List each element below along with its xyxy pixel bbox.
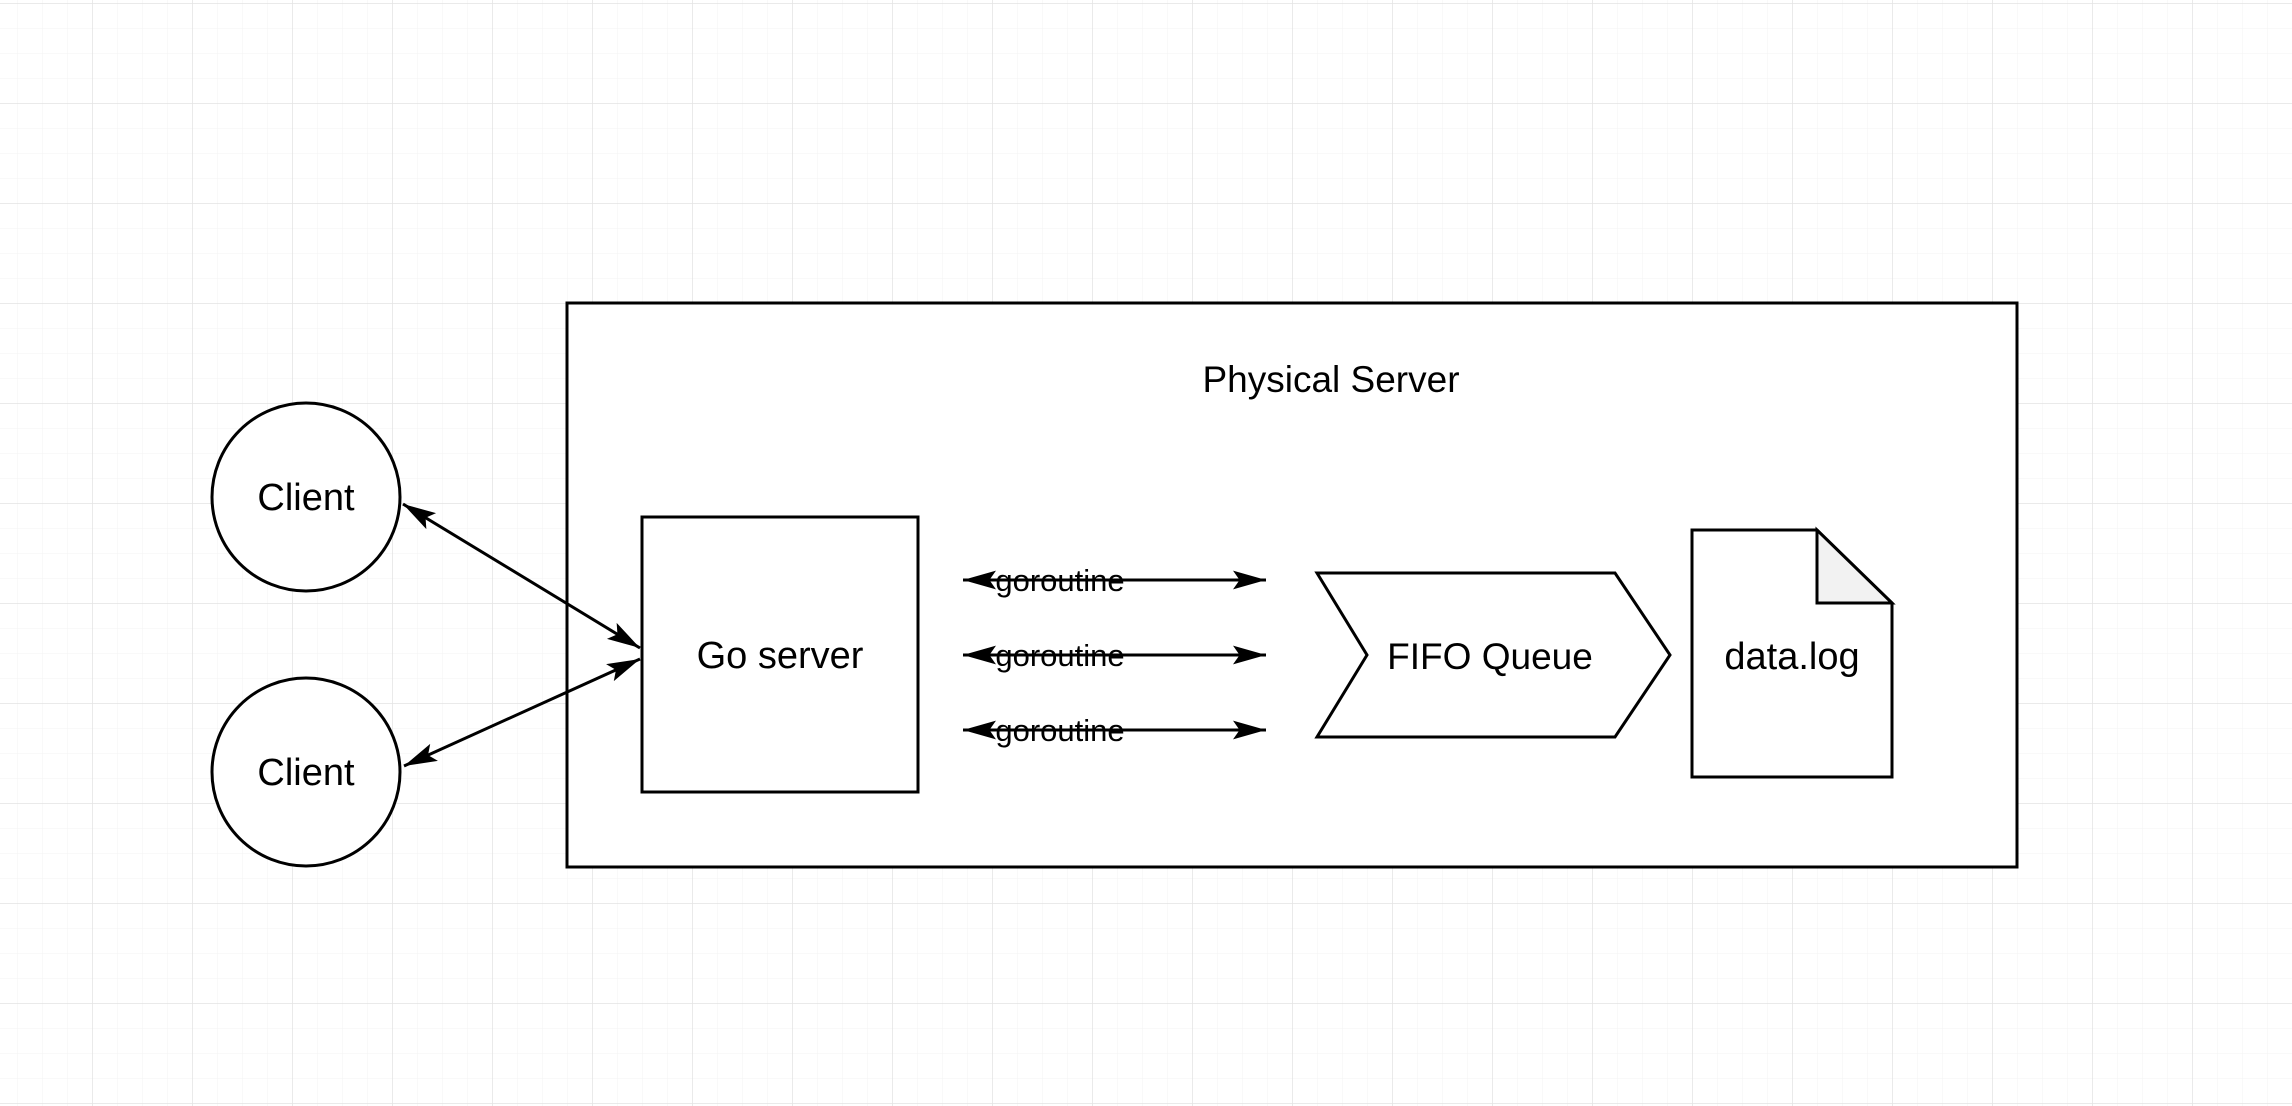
edge-client-bottom-go-server[interactable] <box>403 657 641 768</box>
client-node-bottom[interactable] <box>210 676 402 868</box>
goroutine-label-2: goroutine <box>995 638 1124 673</box>
fifo-queue-node[interactable] <box>1314 571 1672 739</box>
client-node-top[interactable] <box>210 401 402 593</box>
goroutine-label-3: goroutine <box>995 713 1124 748</box>
go-server-label: Go server <box>697 635 864 677</box>
physical-server-label: Physical Server <box>1202 359 1459 400</box>
fifo-queue-label: FIFO Queue <box>1387 636 1593 677</box>
data-log-label: data.log <box>1724 636 1859 678</box>
go-server-node[interactable] <box>640 515 920 794</box>
client-top-label: Client <box>257 477 355 519</box>
edge-client-top-go-server[interactable] <box>402 502 641 650</box>
data-log-fold <box>1815 526 1896 605</box>
goroutine-label-1: goroutine <box>995 563 1124 598</box>
client-bottom-label: Client <box>257 752 355 794</box>
